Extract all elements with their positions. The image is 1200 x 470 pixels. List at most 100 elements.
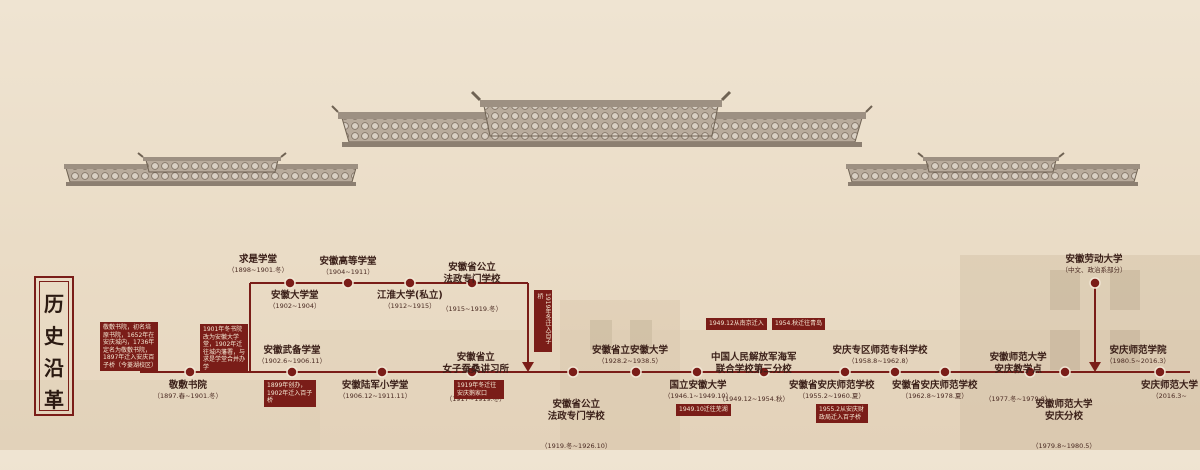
node-name: 国立安徽大学 xyxy=(669,380,727,391)
roof-eaves-left xyxy=(64,152,358,186)
node-dot-guoli xyxy=(691,366,703,378)
node-name: 安庆专区师范专科学校 xyxy=(832,345,928,356)
node-dot-pla xyxy=(758,366,770,378)
node-anhui-daxuetang: 安徽大学堂 （1902~1904） xyxy=(269,290,321,311)
node-laodong: 安徽劳动大学 （中文、政治系部分） xyxy=(1062,254,1127,275)
node-dot-nvzi xyxy=(466,366,478,378)
node-jingfu: 敬敷书院 （1897.春~1901.冬） xyxy=(154,380,223,401)
title-inner-border xyxy=(39,281,69,411)
node-date: （1946.1~1949.10） xyxy=(664,392,733,400)
node-date: （1980.5~2016.3） xyxy=(1106,357,1170,365)
history-timeline-canvas xyxy=(0,90,1200,450)
background-building xyxy=(0,255,1200,450)
note-qiushi: 1901年冬书院改为安徽大学堂，1902年迁往城内藩署，与求是学堂合并办学 xyxy=(200,324,248,373)
node-date: （1928.2~1938.5） xyxy=(598,357,662,365)
note-wubei: 1899年创办，1902年迁入百子桥 xyxy=(264,380,316,407)
node-dot-gaodeng xyxy=(342,277,354,289)
node-qiushi: 求是学堂 （1898~1901.冬） xyxy=(228,254,288,275)
node-dot-shengli-daxue xyxy=(630,366,642,378)
node-dot-jianghuai xyxy=(404,277,416,289)
node-name: 安徽师范大学 安庆分校 xyxy=(1035,399,1093,422)
node-daxue: 安庆师范大学 （2016.3~ xyxy=(1141,380,1198,401)
node-name: 敬敷书院 xyxy=(168,380,207,391)
node-name: 安徽劳动大学 xyxy=(1065,254,1123,265)
title-char-1: 历 xyxy=(44,292,64,316)
node-name: 安徽武备学堂 xyxy=(263,345,321,356)
title-char-4: 革 xyxy=(44,388,64,412)
node-dot-shifan-xuexiao xyxy=(939,366,951,378)
node-anqing-shifan: 安徽省安庆师范学校 （1955.2~1960.夏） xyxy=(789,380,875,401)
node-dot-laodong xyxy=(1089,277,1101,289)
node-name: 安徽师范大学 安庆教学点 xyxy=(989,352,1047,375)
node-name: 安庆师范大学 xyxy=(1141,380,1199,391)
title-char-2: 史 xyxy=(44,324,64,348)
node-dot-fazheng xyxy=(466,277,478,289)
node-date: （1979.8~1980.5） xyxy=(1032,442,1096,450)
node-guoli: 国立安徽大学 （1946.1~1949.10） xyxy=(664,380,732,401)
node-dots xyxy=(184,277,1166,378)
node-lujun: 安徽陆军小学堂 （1906.12~1911.11） xyxy=(339,380,411,401)
node-gaodeng: 安徽高等学堂 （1904~1911） xyxy=(320,256,377,277)
arrow-fazheng-merge xyxy=(522,362,534,372)
node-name: 中国人民解放军海军 联合学校第三分校 xyxy=(711,352,797,375)
node-dot-zhuanke xyxy=(889,366,901,378)
node-name: 求是学堂 xyxy=(239,254,278,265)
node-fazheng: 安徽省公立 法政专门学校 （1915~1919.冬） xyxy=(442,243,502,333)
node-zhuanke: 安庆专区师范专科学校 （1958.8~1962.8） xyxy=(833,345,928,366)
node-date: （1917~1919.冬） xyxy=(445,395,506,403)
node-date: （1898~1901.冬） xyxy=(228,266,289,274)
node-date: （2016.3~ xyxy=(1152,392,1187,400)
node-date: （中文、政治系部分） xyxy=(1061,266,1127,274)
note-pla-2: 1954.秋迁往青岛 xyxy=(772,318,826,330)
node-pla: 中国人民解放军海军 联合学校第三分校 （1949.12~1954.秋） xyxy=(711,333,797,423)
node-name: 安徽省公立 法政专门学校 xyxy=(547,399,605,422)
node-date: （1958.8~1962.8） xyxy=(848,357,912,365)
node-name: 安徽陆军小学堂 xyxy=(341,380,409,391)
node-name: 安徽省公立 法政专门学校 xyxy=(443,262,501,285)
node-gongli-fazheng: 安徽省公立 法政专门学校 （1919.冬~1926.10） xyxy=(541,380,611,470)
node-nvzi: 安徽省立 女子蚕桑讲习所 （1917~1919.冬） xyxy=(443,333,510,423)
node-date: （1977.冬~1979.8） xyxy=(985,395,1052,403)
node-date: （1904~1911） xyxy=(322,268,374,276)
title-char-3: 沿 xyxy=(44,356,64,380)
roof-eaves-center xyxy=(331,90,873,147)
node-name: 安徽大学堂 xyxy=(271,290,319,301)
node-date: （1919.冬~1926.10） xyxy=(541,442,612,450)
node-name: 安徽省立 女子蚕桑讲习所 xyxy=(442,352,510,375)
node-date: （1915~1919.冬） xyxy=(442,305,503,313)
node-dot-jiaoxuedian xyxy=(1024,366,1036,378)
node-date: （1912~1915） xyxy=(384,302,436,310)
node-shifan-xuexiao: 安徽省安庆师范学校 （1962.8~1978.夏） xyxy=(892,380,978,401)
node-name: 安徽高等学堂 xyxy=(319,256,377,267)
node-shengli-daxue: 安徽省立安徽大学 （1928.2~1938.5） xyxy=(592,345,668,366)
node-dot-jingfu xyxy=(184,366,196,378)
note-anqing-shifan: 1955.2从安庆财政局迁入百子桥 xyxy=(816,404,868,423)
node-wubei: 安徽武备学堂 （1902.6~1906.11） xyxy=(258,345,326,366)
node-dot-lujun xyxy=(376,366,388,378)
timeline-lines xyxy=(140,282,1190,373)
node-name: 江淮大学(私立) xyxy=(377,290,443,301)
node-jiaoxuedian: 安徽师范大学 安庆教学点 （1977.冬~1979.8） xyxy=(985,333,1051,423)
node-date: （1955.2~1960.夏） xyxy=(798,392,865,400)
node-dot-gongli-fazheng xyxy=(567,366,579,378)
node-date: （1949.12~1954.秋） xyxy=(718,395,789,403)
node-date: （1902.6~1906.11） xyxy=(258,357,327,365)
node-date: （1902~1904） xyxy=(269,302,321,310)
node-name: 安徽省安庆师范学校 xyxy=(789,380,875,391)
node-xueyuan: 安庆师范学院 （1980.5~2016.3） xyxy=(1106,345,1170,366)
node-dot-anqing-shifan xyxy=(839,366,851,378)
node-date: （1962.8~1978.夏） xyxy=(901,392,968,400)
note-jingfu: 敬敷书院，初名培原书院，1652年在安庆城内，1736年定名为敬敷书院，1897… xyxy=(100,322,158,371)
node-dot-fenxiao xyxy=(1059,366,1071,378)
roof-eaves-right xyxy=(846,152,1140,186)
node-fenxiao: 安徽师范大学 安庆分校 （1979.8~1980.5） xyxy=(1032,380,1096,470)
node-dot-wubei xyxy=(286,366,298,378)
node-dot-xueyuan xyxy=(1154,366,1166,378)
note-pla-1: 1949.12从南京迁入 xyxy=(706,318,767,330)
node-name: 安徽省立安徽大学 xyxy=(592,345,669,356)
node-dot-daxuetang xyxy=(284,277,296,289)
note-nvzi: 1919年冬迁往安庆鹅家口 xyxy=(454,380,504,399)
node-date: （1897.春~1901.冬） xyxy=(153,392,223,400)
node-name: 安徽省安庆师范学校 xyxy=(892,380,978,391)
node-name: 安庆师范学院 xyxy=(1109,345,1167,356)
